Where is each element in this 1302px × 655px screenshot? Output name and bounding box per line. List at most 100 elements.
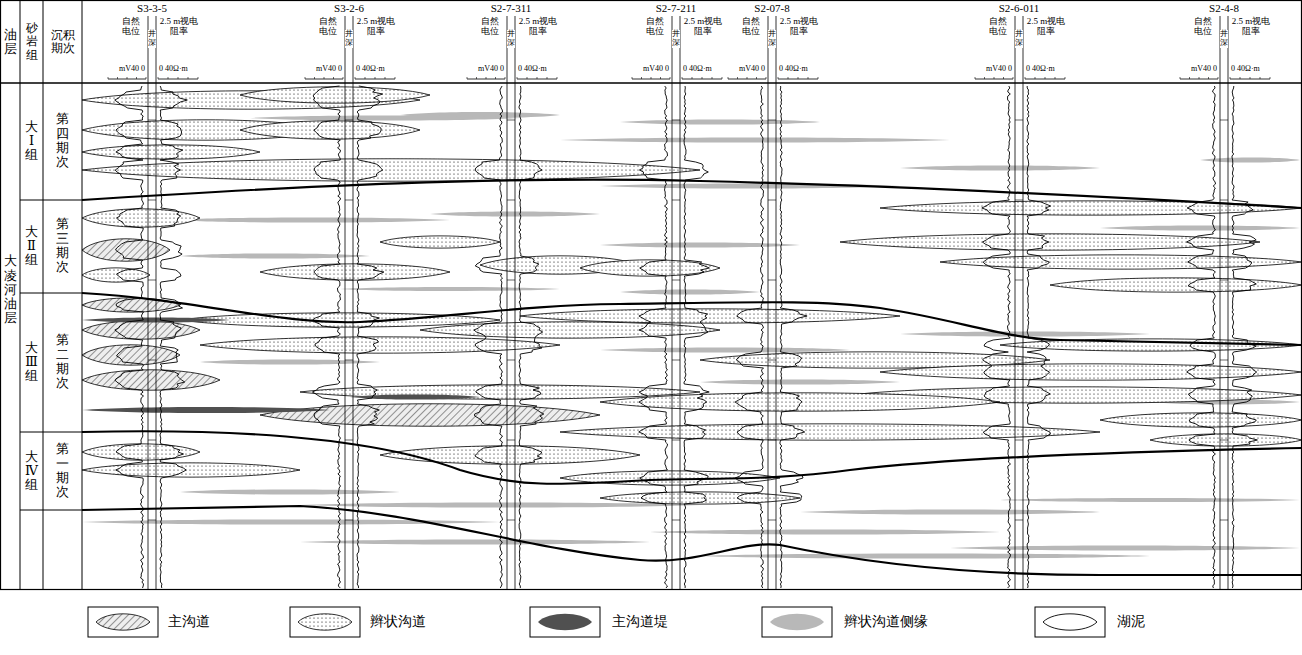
well-header: 2.5 m视电阻率: [1026, 17, 1066, 37]
scale-tick: [467, 77, 468, 79]
scale-tick: [1180, 77, 1181, 79]
sp-curve: [474, 86, 503, 588]
scale-tick: [798, 77, 799, 79]
well-header: 2.5 m视电阻率: [683, 17, 723, 37]
legend-swatch: [770, 614, 824, 630]
scale-tick: [557, 77, 558, 79]
scale-tick: [314, 77, 315, 79]
depth-track-line: [1220, 16, 1221, 590]
well-header: 0 40Ω·m: [1231, 65, 1260, 74]
scale-tick: [1035, 77, 1036, 79]
legend-swatch: [1043, 614, 1097, 630]
scale-tick: [682, 77, 683, 79]
table-cell: 大Ⅱ组: [25, 225, 38, 268]
scale-tick: [1189, 77, 1190, 79]
depth-tick: [672, 120, 680, 121]
braided-channel: [82, 444, 200, 460]
braided-channel: [880, 201, 1302, 215]
scale-tick: [660, 77, 661, 79]
braided-channel: [82, 145, 260, 159]
depth-tick: [768, 200, 776, 201]
depth-tick: [1015, 120, 1023, 121]
well-header: 自然电位: [742, 17, 761, 37]
resistivity-curve: [519, 86, 544, 588]
depth-tick: [507, 360, 515, 361]
scale-tick: [127, 77, 128, 79]
scale-tick: [1230, 77, 1231, 79]
main-channel: [82, 370, 220, 390]
depth-tick: [768, 120, 776, 121]
row-line: [20, 293, 82, 294]
scale-tick: [1013, 77, 1014, 79]
scale-tick: [728, 77, 729, 79]
depth-tick: [768, 280, 776, 281]
well-header: S2-7-311: [491, 2, 532, 14]
scale-tick: [385, 77, 386, 79]
well-header: mV40 0: [478, 65, 504, 74]
depth-tick: [1015, 520, 1023, 521]
depth-tick: [1015, 440, 1023, 441]
legend-box: [762, 607, 832, 637]
channel-margin: [170, 217, 450, 222]
depth-tick: [148, 200, 156, 201]
well-header: S2-6-011: [999, 2, 1040, 14]
scale-tick: [1208, 77, 1209, 79]
depth-tick: [1220, 440, 1228, 441]
depth-tick: [148, 120, 156, 121]
scale-tick: [788, 77, 789, 79]
depth-track-line: [156, 16, 157, 590]
main-channel: [82, 321, 200, 339]
depth-tick: [672, 360, 680, 361]
scale-tick: [994, 77, 995, 79]
table-cell: 第三期次: [56, 217, 69, 274]
well-header: 0 40Ω·m: [356, 65, 385, 74]
braided-channel: [1150, 434, 1302, 446]
well-header: S2-07-8: [754, 2, 789, 14]
scale-tick: [343, 77, 344, 79]
channel-margin: [1000, 498, 1300, 502]
scale-tick: [702, 77, 703, 79]
scale-tick: [1003, 77, 1004, 79]
channel-margin: [950, 545, 1300, 550]
well-header: 0 40Ω·m: [1026, 65, 1055, 74]
row-line: [20, 200, 82, 201]
scale-tick: [505, 77, 506, 79]
legend-box: [290, 607, 360, 637]
sp-curve: [982, 86, 1011, 588]
channel-margin: [800, 509, 1100, 514]
well-header: mV40 0: [119, 65, 145, 74]
scale-tick: [188, 77, 189, 79]
scale-tick: [641, 77, 642, 79]
scale-tick: [1065, 77, 1066, 79]
scale-tick: [158, 77, 159, 79]
depth-tick: [768, 440, 776, 441]
depth-tick: [1015, 360, 1023, 361]
well-header: mV40 0: [739, 65, 765, 74]
scale-tick: [537, 77, 538, 79]
scale-tick: [1055, 77, 1056, 79]
scale-tick: [486, 77, 487, 79]
depth-tick: [768, 360, 776, 361]
sp-curve: [735, 86, 763, 588]
well-header: mV40 0: [986, 65, 1012, 74]
boundary-line: [82, 506, 1302, 575]
channel-levee: [82, 407, 330, 413]
scale-tick: [692, 77, 693, 79]
row-line: [20, 432, 82, 433]
depth-tick: [148, 280, 156, 281]
table-cell: 第一期次: [56, 442, 69, 499]
depth-track-line: [507, 16, 508, 590]
depth-tick: [1220, 280, 1228, 281]
column-line: [82, 0, 83, 590]
legend-text: 辫状沟道侧缘: [844, 614, 928, 629]
depth-track-line: [148, 16, 149, 590]
header-cell: 沉积期次: [50, 29, 75, 55]
depth-tick: [1015, 280, 1023, 281]
scale-tick: [476, 77, 477, 79]
depth-track-line: [1015, 16, 1016, 590]
table-cell: 大Ⅲ组: [25, 341, 38, 384]
depth-tick: [672, 520, 680, 521]
scale-tick: [712, 77, 713, 79]
scale-tick: [324, 77, 325, 79]
